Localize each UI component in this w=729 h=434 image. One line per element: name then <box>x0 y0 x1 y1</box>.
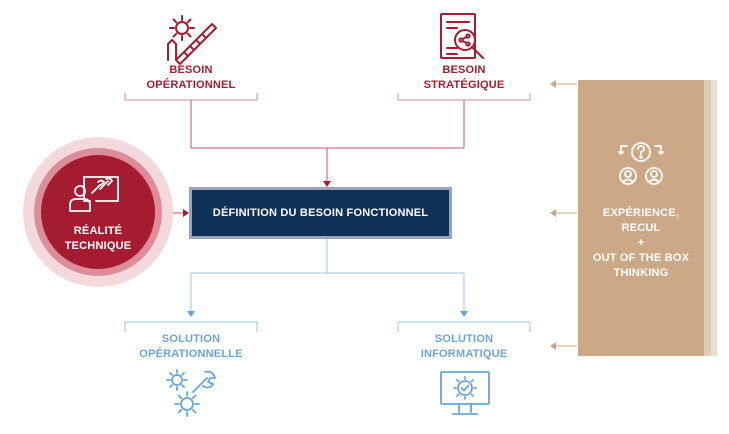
besoin-strategique-label: BESOIN STRATÉGIQUE <box>423 64 505 91</box>
solution-operationnelle-label: SOLUTION OPÉRATIONNELLE <box>139 333 243 360</box>
document-magnifier-icon <box>435 10 491 71</box>
realite-technique-label: RÉALITÉ TECHNIQUE <box>64 225 132 252</box>
solution-informatique-label: SOLUTION INFORMATIQUE <box>420 333 508 360</box>
arrow-into-definition <box>323 181 331 187</box>
experience-panel <box>578 80 704 356</box>
experience-label: EXPÉRIENCE, RECUL + OUT OF THE BOX THINK… <box>592 207 690 279</box>
gear-ruler-pencil-icon <box>162 10 218 71</box>
panel-arrows <box>556 83 577 347</box>
person-wrench-icon <box>66 171 122 218</box>
arrow-to-solution-op <box>187 311 195 317</box>
top-brackets <box>124 93 531 101</box>
besoin-operationnel-label: BESOIN OPÉRATIONNEL <box>146 64 236 91</box>
monitor-check-icon <box>437 366 493 427</box>
definition-besoin-label: DÉFINITION DU BESOIN FONCTIONNEL <box>212 207 429 219</box>
people-question-icon <box>613 140 669 197</box>
realite-circle-inner <box>41 155 155 269</box>
gears-wrench-icon <box>163 366 219 427</box>
arrow-from-realite <box>183 209 189 217</box>
definition-besoin-box: DÉFINITION DU BESOIN FONCTIONNEL <box>189 187 452 239</box>
bottom-connectors <box>124 239 531 332</box>
top-connectors <box>190 100 465 181</box>
arrow-to-solution-info <box>460 311 468 317</box>
